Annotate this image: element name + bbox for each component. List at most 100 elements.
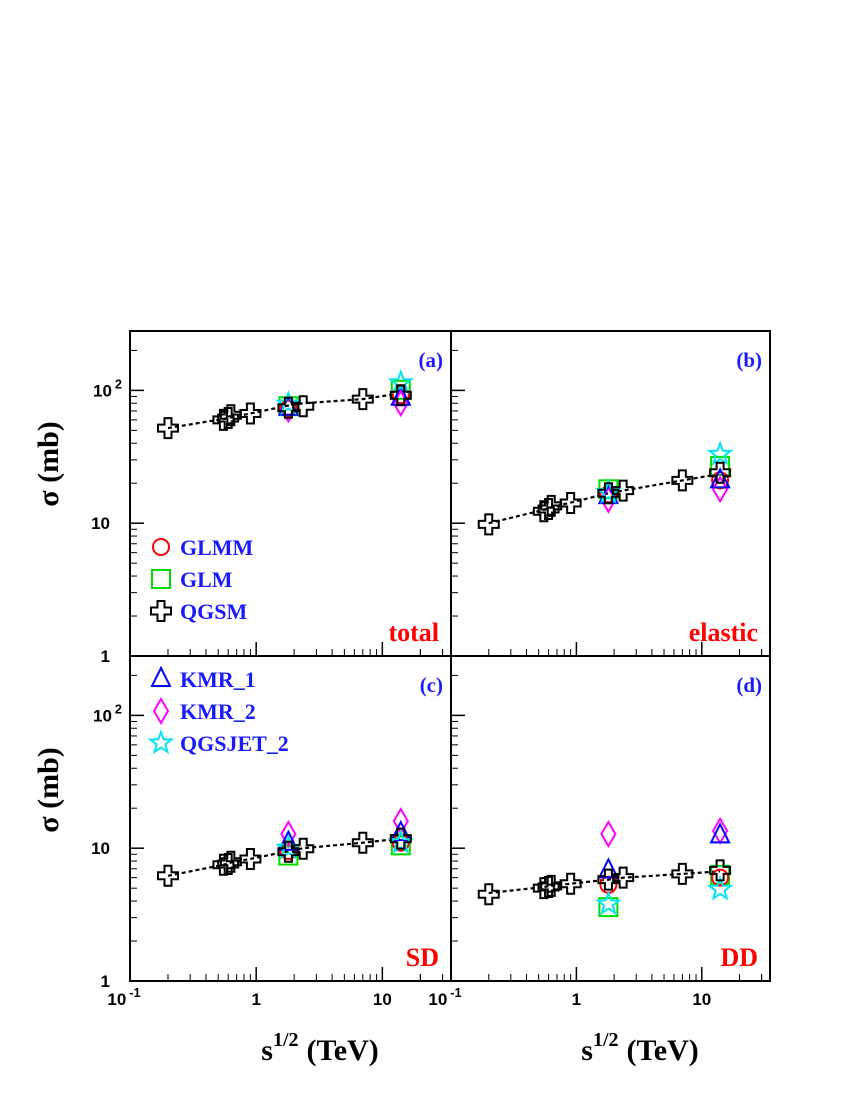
legend-label: QGSJET_2 <box>180 731 289 756</box>
point-qgsm <box>389 827 412 850</box>
point-qgsm <box>351 388 374 411</box>
point-qgsm <box>477 513 500 536</box>
legend-label: GLM <box>180 567 233 592</box>
point-glmm <box>711 868 730 887</box>
point-qgsjet-2 <box>387 368 415 395</box>
panel-frame <box>450 655 771 982</box>
point-qgsm <box>612 866 635 889</box>
point-qgsm <box>540 494 563 517</box>
point-kmr-2 <box>600 819 617 848</box>
x-axis-title: s1/2(TeV) <box>581 1029 698 1067</box>
point-qgsm <box>351 831 374 854</box>
x-tick-label: 1 <box>251 990 260 1009</box>
point-glmm <box>279 399 298 418</box>
process-label: SD <box>406 943 439 972</box>
point-qgsm <box>277 396 300 419</box>
point-kmr-1 <box>709 822 731 844</box>
panel-dd: 10-1 1 10 (d) DD <box>428 655 771 1009</box>
legend-marker-glmm <box>152 538 170 556</box>
process-label: elastic <box>689 618 758 647</box>
x-tick-label: 10 <box>373 990 392 1009</box>
point-qgsm <box>597 482 620 505</box>
point-qgsm <box>709 461 732 484</box>
panel-tag: (c) <box>420 673 443 697</box>
point-qgsm <box>559 491 582 514</box>
panel-elastic: (b) elastic <box>450 330 771 657</box>
point-kmr-1 <box>277 829 300 851</box>
point-kmr-2 <box>280 819 297 848</box>
point-qgsm <box>212 408 235 431</box>
point-qgsm <box>671 469 694 492</box>
point-qgsm <box>156 417 179 440</box>
point-glm <box>390 379 411 400</box>
point-qgsjet-2 <box>595 890 622 916</box>
point-qgsm <box>292 837 315 860</box>
point-qgsm <box>156 864 179 887</box>
point-qgsm <box>239 402 262 425</box>
point-qgsm <box>217 853 240 876</box>
legend: GLMM GLM QGSM <box>150 535 254 624</box>
legend-label: KMR_1 <box>180 667 256 692</box>
point-qgsm <box>389 384 412 407</box>
panel-frame <box>129 655 452 982</box>
point-glm <box>710 455 731 476</box>
point-kmr-2 <box>711 475 729 504</box>
legend-marker-qgsjet-2 <box>147 729 175 755</box>
x-tick-label: 1 <box>572 990 581 1009</box>
y-tick-label: 10 <box>91 514 110 533</box>
point-qgsm <box>612 479 635 502</box>
point-qgsm <box>559 872 582 895</box>
legend-marker-qgsm <box>150 600 172 622</box>
legend-label: QGSM <box>180 599 247 624</box>
y-axis-title: σ (mb) <box>32 747 65 832</box>
point-qgsjet-2 <box>706 440 734 466</box>
point-qgsm <box>532 877 555 900</box>
panel-tag: (b) <box>736 348 762 372</box>
point-qgsm <box>219 850 242 873</box>
y-axis-title: σ (mb) <box>32 421 65 506</box>
point-qgsm <box>292 395 315 418</box>
x-tick-label: 10-1 <box>428 985 461 1009</box>
point-glm <box>598 897 619 918</box>
point-qgsm <box>532 500 555 523</box>
point-qgsjet-2 <box>706 875 734 901</box>
x-axis-title: s1/2(TeV) <box>261 1029 378 1067</box>
legend-marker-kmr-1 <box>150 665 172 687</box>
x-tick-label: 10-1 <box>107 985 140 1009</box>
point-qgsjet-2 <box>387 828 415 854</box>
legend-label: KMR_2 <box>180 699 256 724</box>
panel-frame <box>450 330 771 657</box>
point-qgsm <box>217 406 240 429</box>
panel-tag: (a) <box>419 348 444 372</box>
point-glm <box>390 835 411 856</box>
point-qgsjet-2 <box>275 390 302 416</box>
point-glmm <box>279 842 298 861</box>
process-label: DD <box>720 943 758 972</box>
panel-tag: (d) <box>736 673 762 697</box>
y-tick-label: 1 <box>101 647 110 666</box>
y-tick-label: 1 <box>101 972 110 991</box>
point-qgsm <box>537 876 560 899</box>
point-kmr-1 <box>597 857 620 879</box>
legend-marker-glm <box>151 569 171 589</box>
point-qgsm <box>540 874 563 897</box>
legend-marker-kmr-2 <box>152 697 170 725</box>
point-qgsm <box>597 868 620 891</box>
process-label: total <box>388 618 439 647</box>
legend-label: GLMM <box>180 535 254 560</box>
point-qgsm <box>239 847 262 870</box>
x-tick-label: 10 <box>692 990 711 1009</box>
point-qgsm <box>671 862 694 885</box>
point-qgsm <box>477 883 500 906</box>
point-qgsm <box>709 859 732 882</box>
point-qgsm <box>219 404 242 427</box>
y-tick-label: 10 <box>91 839 110 858</box>
point-qgsm <box>277 840 300 863</box>
point-qgsm <box>537 497 560 520</box>
